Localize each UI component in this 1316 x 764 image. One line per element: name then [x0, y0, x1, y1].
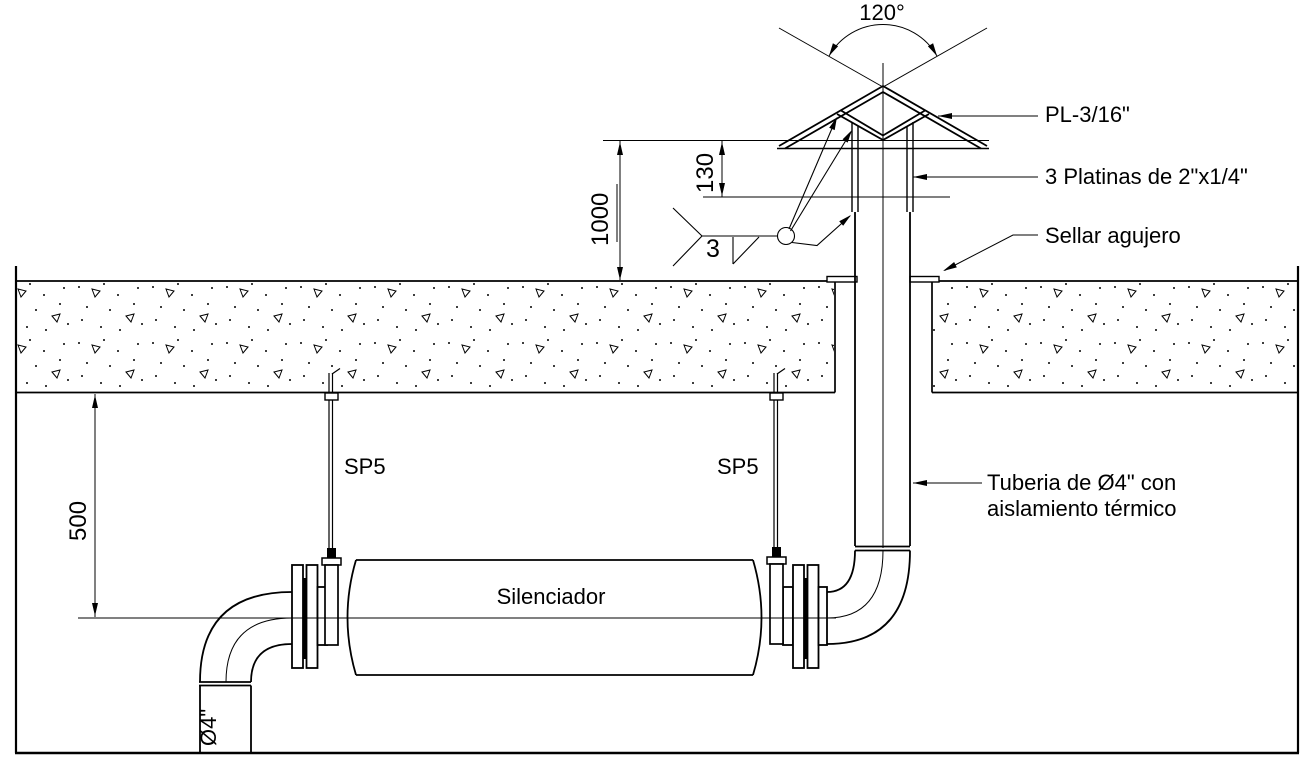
right-elbow [826, 550, 911, 645]
hanger-right-label: SP5 [717, 454, 759, 479]
left-elbow [199, 591, 293, 687]
inlet-diameter-label: Ø4" [196, 708, 221, 746]
angle-dimension [778, 23, 988, 88]
dim-1000-label: 1000 [587, 192, 614, 246]
dim-130-label: 130 [692, 152, 719, 193]
vertical-pipe [854, 212, 911, 552]
roof-slab [15, 275, 1299, 394]
label-leaders [913, 113, 1038, 486]
linear-dimensions [92, 140, 989, 617]
dim-500-label: 500 [65, 500, 92, 541]
cap-plate-label: PL-3/16" [1045, 102, 1130, 127]
inlet-pipe [199, 685, 252, 753]
roof-collar-plate [826, 275, 940, 283]
seal-hole-label: Sellar agujero [1045, 223, 1181, 248]
insulated-pipe-label-line1: Tuberia de Ø4" con [987, 470, 1177, 495]
weld-symbol [672, 117, 852, 267]
weld-size-label: 3 [706, 235, 720, 263]
insulated-pipe-label-line2: aislamiento térmico [987, 496, 1177, 521]
centerlines [78, 63, 884, 619]
hanger-left [321, 368, 342, 646]
angle-label: 120° [859, 0, 905, 25]
hanger-left-label: SP5 [344, 454, 386, 479]
right-flange-pair [782, 564, 828, 669]
platinas-label: 3 Platinas de 2"x1/4" [1045, 164, 1248, 189]
hanger-right [766, 368, 787, 645]
silencer-label: Silenciador [496, 584, 606, 609]
insulated-pipe-label: Tuberia de Ø4" con aislamiento térmico [987, 470, 1177, 522]
left-flange-pair [291, 564, 328, 669]
